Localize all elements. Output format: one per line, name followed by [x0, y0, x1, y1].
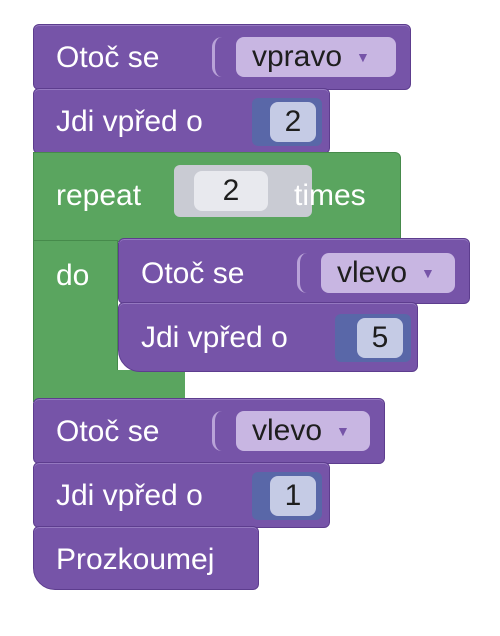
turn-block-label: Otoč se: [56, 41, 160, 74]
direction-value: vlevo: [252, 414, 323, 447]
direction-dropdown[interactable]: vlevo ▼: [321, 253, 455, 293]
direction-value: vpravo: [252, 40, 343, 73]
repeat-block[interactable]: repeat 2 times: [33, 152, 401, 242]
move-block-label: Jdi vpřed o: [56, 105, 203, 138]
turn-block-label: Otoč se: [56, 415, 160, 448]
explore-block-label: Prozkoumej: [56, 543, 215, 576]
input-socket: [297, 253, 315, 293]
triangle-down-icon: ▼: [356, 49, 370, 65]
move-block-label: Jdi vpřed o: [141, 321, 288, 354]
move-forward-block-inner[interactable]: Jdi vpřed o 5: [118, 302, 418, 372]
repeat-count-input[interactable]: 2: [194, 171, 268, 211]
distance-input[interactable]: 5: [357, 318, 403, 358]
triangle-down-icon: ▼: [336, 423, 350, 439]
move-forward-block-1[interactable]: Jdi vpřed o 2: [33, 88, 330, 154]
repeat-label: repeat: [56, 179, 142, 212]
repeat-do-label: do: [56, 259, 90, 292]
explore-block[interactable]: Prozkoumej: [33, 526, 259, 590]
move-block-label: Jdi vpřed o: [56, 479, 203, 512]
move-forward-block-2[interactable]: Jdi vpřed o 1: [33, 462, 330, 528]
repeat-times-label: times: [294, 179, 366, 212]
turn-block-1[interactable]: Otoč se vpravo ▼: [33, 24, 411, 90]
turn-block-inner[interactable]: Otoč se vlevo ▼: [118, 238, 470, 304]
input-socket: [212, 37, 230, 77]
direction-dropdown[interactable]: vlevo ▼: [236, 411, 370, 451]
input-socket: [212, 411, 230, 451]
distance-input[interactable]: 2: [270, 102, 316, 142]
turn-block-label: Otoč se: [141, 257, 245, 290]
turn-block-2[interactable]: Otoč se vlevo ▼: [33, 398, 385, 464]
distance-input[interactable]: 1: [270, 476, 316, 516]
direction-dropdown[interactable]: vpravo ▼: [236, 37, 396, 77]
triangle-down-icon: ▼: [421, 265, 435, 281]
direction-value: vlevo: [337, 256, 408, 289]
